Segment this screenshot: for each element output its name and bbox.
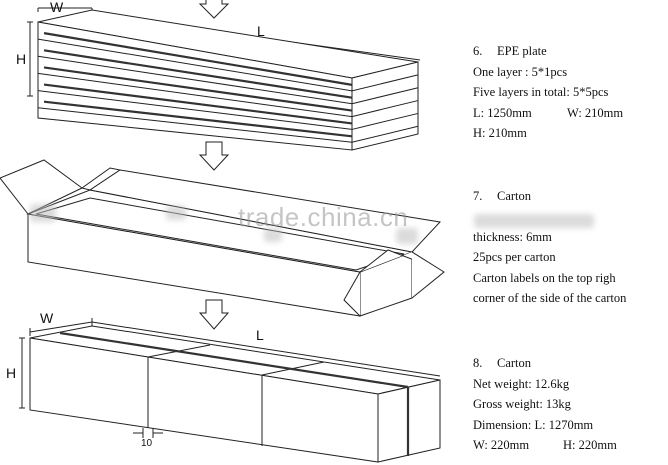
top-height-label: H [16, 51, 26, 67]
spec-line-left: L: 1250mm [473, 105, 532, 120]
spec-line-right: W: 210mm [567, 105, 624, 120]
top-length-label: L [257, 23, 265, 39]
spec-line: Carton labels on the top righ [473, 270, 616, 285]
spec-line: Dimension: L: 1270mm [473, 417, 594, 432]
epe-plate-stack [27, 7, 421, 151]
layer-line [43, 32, 353, 86]
spec-title: Carton [497, 356, 532, 370]
spec-line: Five layers in total: 5*5pcs [473, 85, 609, 99]
blurred-label [474, 214, 594, 228]
gap-label: 10 [141, 438, 153, 449]
spec-line: One layer : 5*1pcs [473, 64, 568, 79]
spec-line: 25pcs per carton [473, 250, 556, 264]
layer-line [43, 49, 353, 99]
spec-line: Gross weight: 13kg [473, 397, 571, 411]
layer-edge [37, 90, 419, 130]
spec-line-left: W: 220mm [473, 438, 530, 452]
layer-edge [37, 72, 419, 118]
spec-number: 6. [473, 44, 483, 58]
spec-carton-weight: 8. Carton Net weight: 12.6kg Gross weight… [473, 353, 617, 456]
layer-line [43, 83, 353, 125]
spec-number: 7. [473, 189, 483, 203]
layer-line [43, 66, 353, 112]
spec-carton: 7. Carton thickness: 6mm 25pcs per carton… [473, 186, 626, 309]
spec-line: H: 210mm [473, 126, 527, 140]
down-arrow-icon [198, 299, 230, 330]
bottom-height-label: H [6, 365, 16, 381]
spec-line: W: 220mm H: 220mm [473, 435, 617, 456]
closed-cartons [19, 318, 441, 463]
blurred-label [166, 206, 186, 220]
spec-number: 8. [473, 356, 483, 370]
spec-line: Net weight: 12.6kg [473, 376, 570, 391]
blurred-label [396, 228, 418, 244]
bottom-width-label: W [40, 310, 54, 326]
down-arrow-icon [198, 141, 230, 171]
spec-line: L: 1250mm W: 210mm [473, 103, 623, 124]
layer-line [43, 100, 353, 138]
spec-line: thickness: 6mm [473, 229, 552, 244]
layer-edge [37, 55, 419, 105]
spec-line: corner of the side of the carton [473, 291, 627, 305]
blurred-label [264, 228, 282, 242]
spec-title: EPE plate [497, 44, 547, 58]
top-width-label: W [50, 0, 64, 15]
spec-title: Carton [497, 189, 532, 203]
spec-line-right: H: 220mm [563, 438, 617, 452]
down-arrow-icon [198, 0, 230, 19]
open-carton [0, 159, 445, 317]
bottom-length-label: L [256, 327, 264, 343]
spec-epe-plate: 6. EPE plate One layer : 5*1pcs Five laye… [473, 41, 623, 144]
watermark: trade.china.cn [238, 202, 409, 232]
layer-edge [37, 107, 419, 143]
layer-edge [37, 38, 419, 92]
blurred-label [30, 204, 56, 222]
